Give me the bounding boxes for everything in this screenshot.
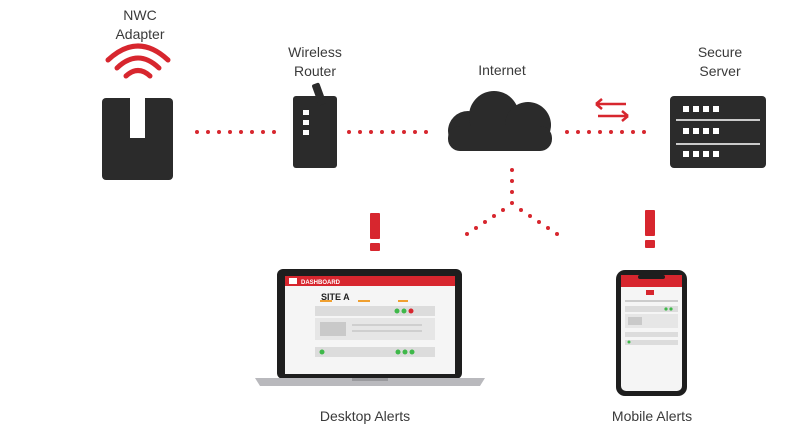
connector-router-internet [347, 130, 428, 134]
nwc-adapter-device [102, 98, 173, 180]
secure-server-label: Secure Server [697, 44, 743, 79]
smartphone-device [616, 270, 687, 396]
laptop-site-title: SITE A [321, 292, 350, 302]
connector-adapter-router [195, 130, 276, 134]
wifi-signal-icon [105, 43, 171, 79]
connector-internet-server [565, 130, 646, 134]
internet-label: Internet [478, 62, 526, 78]
mobile-alerts-label: Mobile Alerts [611, 408, 693, 424]
wireless-router-device [293, 82, 337, 168]
desktop-alerts-label: Desktop Alerts [319, 408, 411, 424]
wireless-router-label: Wireless Router [288, 44, 342, 79]
laptop-brand-text: DASHBOARD [301, 280, 341, 286]
nwc-adapter-label: NWC Adapter [115, 7, 165, 42]
mobile-alert-icon [645, 210, 655, 248]
secure-server-device [670, 96, 766, 168]
laptop-device: DASHBOARD SITE A [255, 269, 485, 386]
desktop-alert-icon [370, 213, 380, 251]
internet-cloud-icon [448, 91, 552, 151]
data-exchange-arrows-icon [595, 98, 629, 122]
connector-internet-alerts [465, 168, 559, 236]
